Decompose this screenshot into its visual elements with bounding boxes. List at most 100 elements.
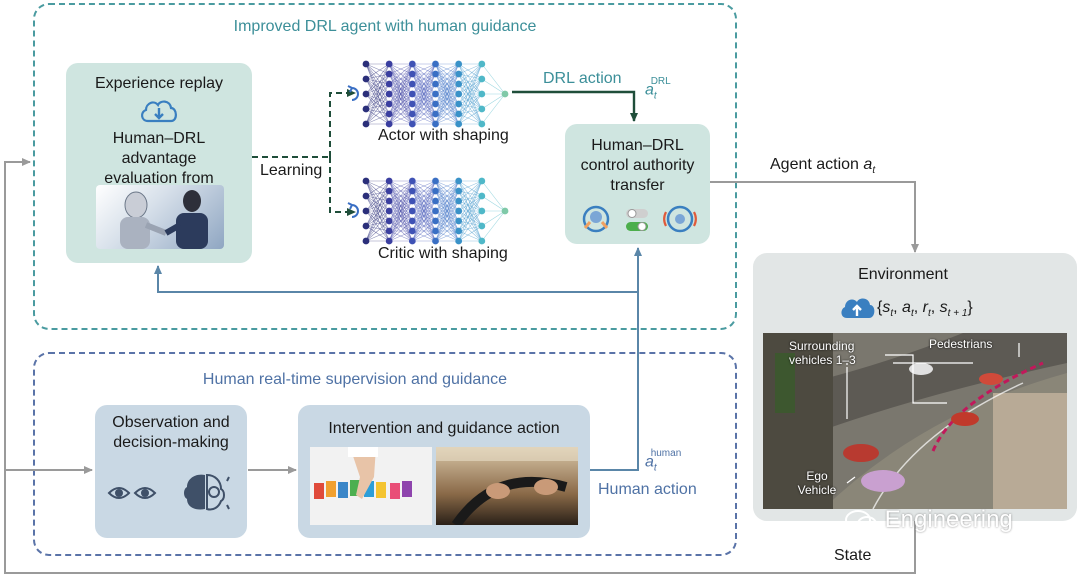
state-loop-line (4, 158, 916, 574)
network-node (385, 90, 393, 98)
network-edge (458, 180, 483, 202)
network-edge (412, 113, 436, 125)
actor-label: Actor with shaping (378, 127, 509, 144)
network-node (455, 217, 463, 225)
network-edge (365, 63, 390, 110)
network-node (478, 237, 486, 245)
network-edge (458, 210, 483, 242)
network-edge (458, 63, 483, 85)
critic-network (347, 177, 509, 245)
network-node (478, 177, 486, 185)
network-node (432, 187, 439, 195)
agent-action-arrow (710, 181, 919, 253)
network-node (385, 80, 393, 88)
wechat-icon (845, 509, 877, 532)
network-edge (365, 63, 390, 80)
network-edge (365, 73, 390, 110)
network-edge (412, 63, 436, 75)
network-node (455, 80, 463, 88)
network-edge (458, 180, 482, 192)
network-edge (435, 180, 459, 242)
network-node (478, 105, 486, 113)
network-edge (389, 113, 413, 125)
feedback-to-replay-line (154, 265, 638, 293)
human-section-title: Human real-time supervision and guidance (202, 371, 508, 388)
network-edge (388, 180, 413, 202)
wechat-watermark: Engineering (844, 506, 1013, 534)
network-edge (458, 225, 482, 242)
network-edge (365, 200, 390, 227)
authority-transfer-text: Human–DRL control authority transfer (580, 137, 695, 194)
learning-to-critic-line (329, 157, 356, 216)
network-edge (365, 83, 390, 95)
network-node (362, 60, 370, 68)
network-node (362, 222, 370, 230)
network-edge (435, 63, 459, 105)
network-node (385, 207, 393, 215)
autonomous-steering-icon (663, 205, 697, 233)
network-node (408, 177, 416, 185)
network-edge (458, 180, 482, 197)
network-edge (458, 63, 483, 125)
network-node (362, 105, 370, 113)
network-edge (458, 180, 483, 212)
network-edge (458, 93, 483, 115)
network-edge (458, 190, 482, 197)
network-edge (365, 225, 390, 242)
network-edge (388, 83, 413, 125)
network-edge (412, 220, 436, 242)
network-edge (388, 190, 413, 242)
network-edge (388, 63, 413, 95)
network-edge (435, 180, 459, 192)
network-edge (412, 63, 436, 95)
network-node (385, 217, 393, 225)
hand-selecting-blocks-image (310, 447, 432, 525)
drl-action-arrow (512, 90, 638, 122)
network-edge (412, 63, 436, 105)
network-edge (458, 78, 482, 95)
intervention-title: Intervention and guidance action (328, 420, 560, 437)
network-node (432, 60, 439, 68)
network-node (362, 237, 370, 245)
network-edge (458, 93, 483, 125)
network-node (362, 90, 370, 98)
cloud-download-icon (141, 100, 177, 123)
observation-text: Observation and decision-making (112, 414, 230, 451)
network-edge (458, 225, 482, 232)
network-edge (435, 93, 459, 125)
experience-replay-box: Experience replay Human–DRL advantage ev… (66, 63, 252, 263)
network-node (478, 207, 486, 215)
human-action-symbol: athuman (645, 448, 682, 474)
actor-network (347, 60, 509, 128)
network-node (455, 90, 463, 98)
network-edge (388, 200, 413, 242)
learning-to-actor-line (329, 89, 356, 157)
network-edge (365, 103, 390, 125)
network-edge (458, 195, 482, 202)
network-node (455, 100, 463, 108)
watermark-text: Engineering (884, 506, 1013, 533)
network-edge (388, 180, 413, 232)
network-node (455, 237, 463, 245)
network-edge (435, 180, 459, 202)
network-edge (365, 180, 390, 242)
network-edge (458, 73, 482, 80)
network-edge (481, 93, 506, 110)
network-node (432, 227, 439, 235)
transition-tuple: {st, at, rt, st + 1} (877, 299, 973, 320)
network-edge (458, 63, 482, 80)
network-edge (412, 83, 436, 125)
network-node (501, 207, 509, 215)
agent-section-frame (33, 3, 737, 330)
network-edge (388, 63, 413, 105)
network-node (408, 120, 416, 128)
learning-label: Learning (260, 162, 323, 179)
network-node (385, 237, 393, 245)
network-node (432, 207, 439, 215)
network-edge (458, 210, 483, 232)
network-edge (458, 230, 482, 242)
network-edge (481, 63, 506, 95)
network-node (501, 90, 509, 98)
toggle-switch-icon (626, 209, 648, 231)
network-edge (365, 220, 390, 227)
